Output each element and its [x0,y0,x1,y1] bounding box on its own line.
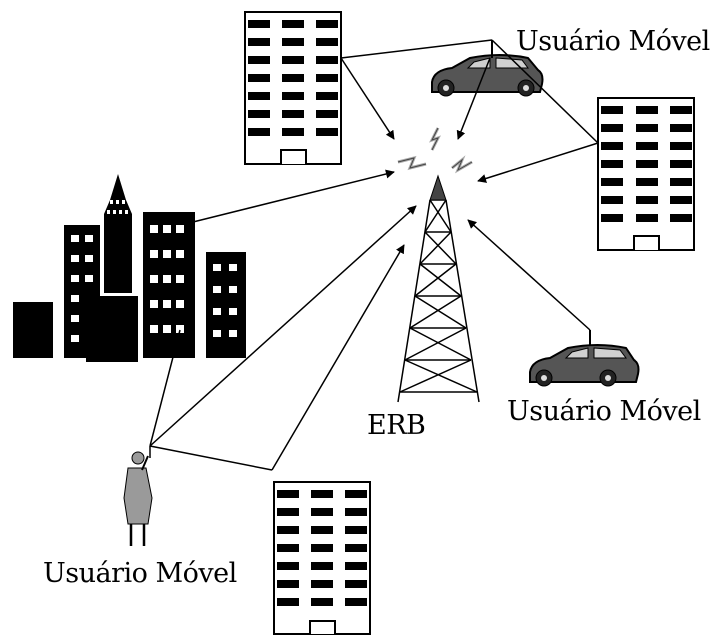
mobile-user-label-bottom: Usuário Móvel [43,558,237,589]
mobile-user-label-top: Usuário Móvel [516,26,710,57]
building-bottom [273,481,371,635]
base-station-label: ERB [367,410,426,441]
building-top-left [244,11,342,165]
city-skyline [13,174,246,362]
signal-paths [149,39,599,471]
car-right [529,330,640,387]
mobile-user-label-right: Usuário Móvel [507,396,701,427]
person-with-phone [123,446,153,546]
base-station-tower [397,199,480,403]
car-top [431,40,544,97]
building-right [597,97,695,251]
tower-antenna [429,174,447,201]
